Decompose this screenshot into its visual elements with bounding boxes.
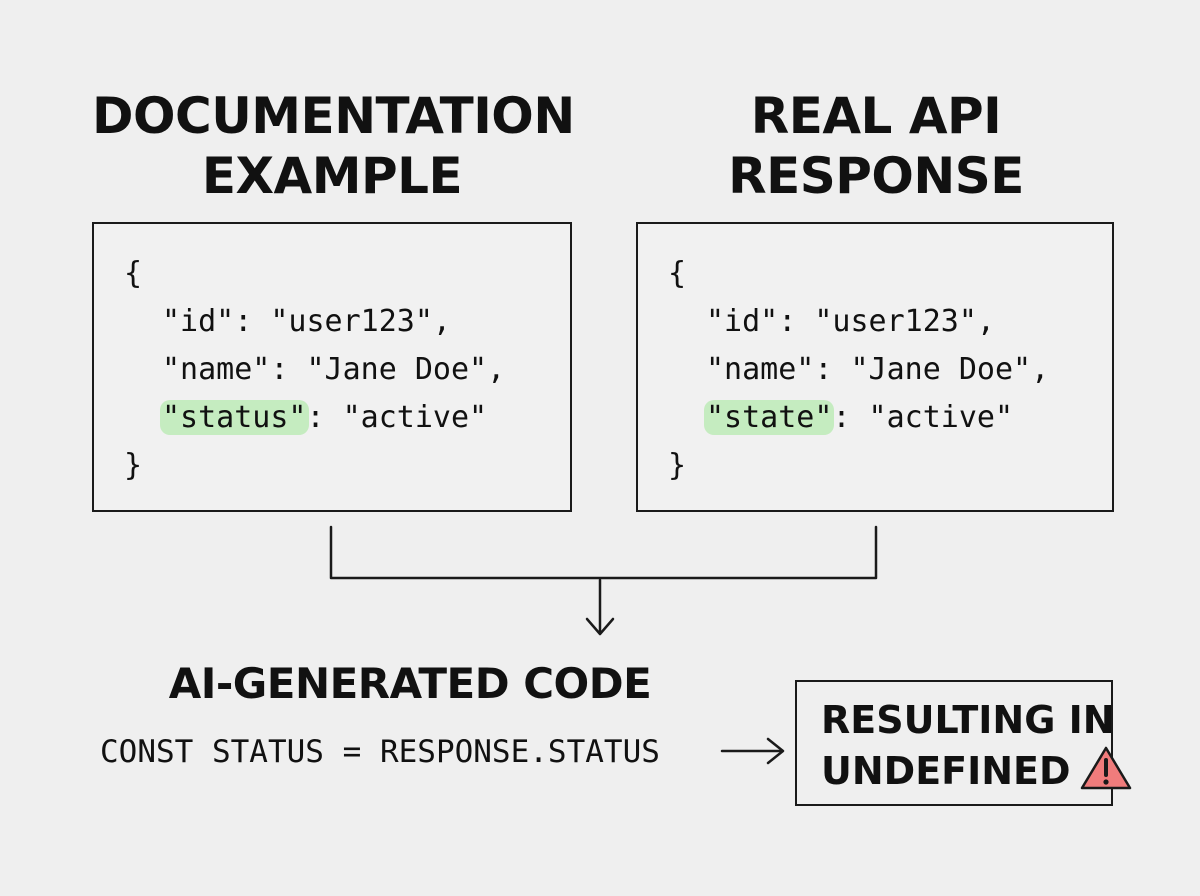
highlighted-status-key: "status" [160,400,309,435]
documentation-heading-line1: DOCUMENTATION [92,87,575,145]
code-state-line: "state": "active" [668,394,1112,442]
code-close-brace: } [668,448,687,483]
documentation-code-box: { "id": "user123", "name": "Jane Doe", "sta… [92,222,572,512]
highlighted-state-key: "state" [704,400,835,435]
bracket-line [329,525,878,580]
result-box: RESULTING IN UNDEFINED [795,680,1131,806]
code-open-brace: { [124,256,143,291]
state-value: : "active" [832,400,1014,435]
ai-code-line: CONST STATUS = RESPONSE.STATUS [100,734,660,770]
code-name-line: "name": "Jane Doe", [162,352,506,387]
documentation-heading-line2: EXAMPLE [201,147,463,205]
code-close-brace: } [124,448,143,483]
documentation-example-heading: DOCUMENTATION EXAMPLE [92,86,575,206]
status-value: : "active" [306,400,488,435]
down-arrow-head [585,617,615,636]
code-status-line: "status": "active" [124,394,570,442]
result-line2-row: UNDEFINED [821,744,1131,795]
code-name-line: "name": "Jane Doe", [706,352,1050,387]
api-heading-line2: RESPONSE [728,147,1024,205]
api-heading-line1: REAL API [750,87,1002,145]
warning-icon [1080,746,1131,790]
result-line1: RESULTING IN [821,698,1115,742]
code-id-line: "id": "user123", [162,304,451,339]
real-api-response-heading: REAL API RESPONSE [636,86,1116,206]
result-line2: UNDEFINED [821,749,1071,793]
code-id-line: "id": "user123", [706,304,995,339]
code-open-brace: { [668,256,687,291]
right-arrow-head [766,737,785,765]
ai-generated-code-heading: AI-GENERATED CODE [168,659,652,708]
api-response-code-box: { "id": "user123", "name": "Jane Doe", "sta… [636,222,1114,512]
